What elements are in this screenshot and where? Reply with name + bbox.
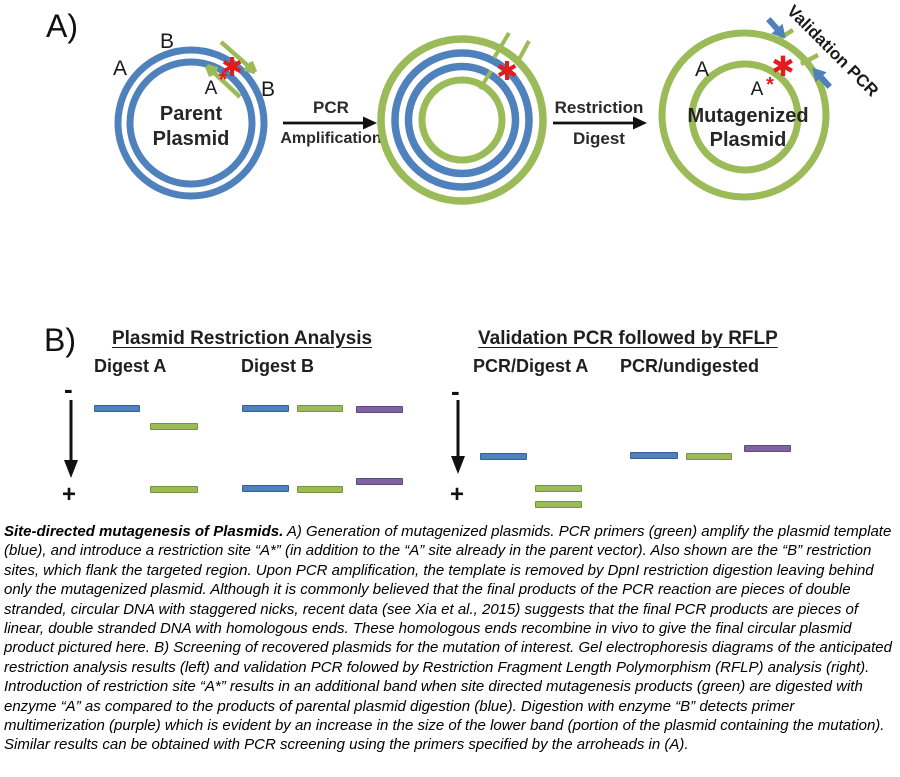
parent-plasmid-name-line2: Plasmid	[153, 128, 230, 150]
mutagenized-site-a-star-label: A	[751, 79, 764, 100]
mutagenized-small-asterisk-icon: *	[766, 74, 774, 96]
amplified-primer-tails	[478, 31, 531, 91]
right-gel-minus-electrode: -	[451, 376, 460, 406]
left-gel-minus-electrode: -	[64, 374, 73, 404]
gel-band-blue	[94, 405, 140, 412]
gel-band-purple	[356, 478, 403, 485]
gel-band-blue	[242, 485, 289, 492]
pcr-step-label-top: PCR	[313, 98, 349, 117]
amplified-ring-blue-1	[391, 49, 533, 191]
validation-primer-arrow-top-icon	[766, 17, 786, 39]
lane-label-digest-b: Digest B	[241, 356, 315, 376]
parent-site-a-label: A	[113, 57, 127, 80]
parent-mutation-asterisk-icon: ✱	[221, 52, 243, 82]
mutagenized-site-a-label: A	[695, 58, 709, 81]
gel-band-purple	[356, 406, 403, 413]
amplified-mutation-asterisk-icon: ✱	[496, 56, 518, 86]
restriction-gel-title: Plasmid Restriction Analysis	[111, 328, 373, 349]
gel-band-blue	[480, 453, 527, 460]
lane-label-digest-a: Digest A	[94, 356, 167, 376]
forward-primer-arrow	[219, 40, 258, 75]
amplified-ring-inner-green	[418, 76, 506, 164]
caption-body: A) Generation of mutagenized plasmids. P…	[4, 523, 892, 754]
digest-step-label-bottom: Digest	[573, 129, 625, 148]
gel-band-blue	[242, 405, 289, 412]
caption-lead: Site-directed mutagenesis of Plasmids.	[4, 523, 284, 540]
mutagenized-mutation-asterisk-icon: ✱	[771, 51, 794, 82]
gel-band-green	[686, 453, 732, 460]
left-gel-migration-arrow	[64, 400, 78, 478]
right-gel-plus-electrode: +	[450, 481, 465, 508]
lane-label-pcr-undigested: PCR/undigested	[620, 356, 760, 376]
parent-plasmid-inner-ring	[126, 58, 256, 188]
panel-a-label: A)	[46, 8, 78, 44]
pcr-step-label-bottom: Amplification	[280, 130, 381, 147]
validation-gel-title: Validation PCR followed by RFLP	[478, 328, 778, 349]
gel-band-blue	[630, 452, 678, 459]
parent-plasmid-name-line1: Parent	[160, 103, 223, 125]
mutagenized-outer-ring	[658, 29, 830, 201]
parent-plasmid-outer-ring	[114, 46, 268, 200]
right-gel-migration-arrow	[451, 400, 465, 474]
reverse-primer-arrow	[204, 63, 242, 99]
parent-small-mutation-asterisk-icon: *	[219, 67, 228, 92]
left-gel-plus-electrode: +	[62, 481, 77, 508]
parent-site-b-top-label: B	[160, 30, 174, 53]
mutagenized-name-line1: Mutagenized	[687, 105, 808, 127]
lane-label-pcr-digest-a: PCR/Digest A	[473, 356, 589, 376]
gel-band-green	[150, 423, 198, 430]
amplified-ring-blue-2	[404, 62, 520, 178]
parent-site-b-right-label: B	[261, 78, 275, 101]
panel-b-label: B)	[44, 322, 76, 358]
panel-a-diagram: B A A * B ✱ Parent Plasmid PCR Amplifica…	[113, 1, 882, 205]
pcr-arrow-head-icon	[363, 116, 377, 130]
digest-step-label-top: Restriction	[555, 98, 644, 117]
gel-band-green	[297, 486, 343, 493]
mutagenized-name-line2: Plasmid	[710, 129, 787, 151]
mutagenized-inner-ring	[688, 60, 802, 174]
validation-primer-arrow-bottom-icon	[812, 67, 832, 89]
gel-band-purple	[744, 445, 791, 452]
mutagenized-primer-junction	[775, 28, 820, 66]
gel-band-green	[297, 405, 343, 412]
digest-arrow-head-icon	[633, 116, 647, 130]
gel-band-green	[150, 486, 198, 493]
gel-band-green	[535, 485, 582, 492]
parent-site-a-star-label: A	[205, 78, 218, 99]
gel-band-green	[535, 501, 582, 508]
amplified-ring-outer-green	[377, 35, 547, 205]
figure-caption: Site-directed mutagenesis of Plasmids. A…	[4, 522, 897, 755]
